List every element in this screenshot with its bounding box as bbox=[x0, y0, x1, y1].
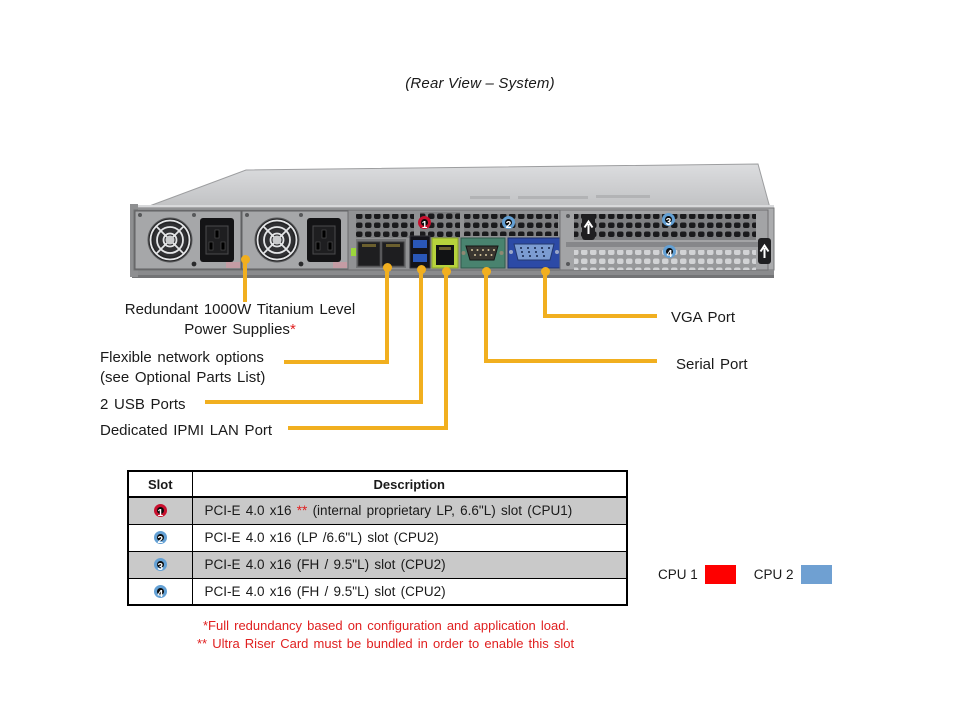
expansion-slots bbox=[559, 209, 771, 271]
psu-fan-icon bbox=[254, 217, 300, 263]
slot-badge-4: 4 bbox=[153, 584, 167, 600]
legend-label-cpu1: CPU 1 bbox=[658, 567, 698, 582]
table-row: 3 PCI-E 4.0 x16 (FH / 9.5"L) slot (CPU2) bbox=[128, 550, 627, 578]
power-inlet-icon bbox=[307, 218, 341, 262]
label-power-supplies-line1: Redundant 1000W Titanium Level bbox=[124, 301, 356, 318]
slot-description-table: Slot Description 1 PCI-E 4.0 x16 ** (int… bbox=[127, 470, 628, 606]
label-ipmi-lan-port: Dedicated IPMI LAN Port bbox=[100, 422, 273, 439]
table-header-row: Slot Description bbox=[128, 471, 627, 498]
page-title: (Rear View – System) bbox=[405, 75, 555, 92]
callout-line-network-h bbox=[284, 360, 389, 364]
slot4-vent-cover bbox=[574, 250, 756, 270]
ipmi-lan-port bbox=[431, 237, 459, 269]
cpu-legend: CPU 1 CPU 2 bbox=[658, 565, 832, 584]
footnote-2: ** Ultra Riser Card must be bundled in o… bbox=[197, 635, 575, 651]
io-panel bbox=[347, 209, 561, 271]
label-vga-port: VGA Port bbox=[671, 309, 736, 326]
desc-text: PCI-E 4.0 x16 (LP /6.6"L) slot (CPU2) bbox=[204, 530, 439, 545]
slot-badge-4: 4 bbox=[663, 245, 676, 260]
server-rear-illustration: 1 2 3 4 bbox=[130, 158, 778, 280]
server-chassis-graphic bbox=[130, 163, 775, 278]
callout-line-usb-h bbox=[205, 400, 423, 404]
power-inlet-icon bbox=[200, 218, 234, 262]
desc-footnote-mark: ** bbox=[296, 503, 308, 519]
label-network-options: Flexible network options (see Optional P… bbox=[100, 348, 265, 387]
footnote-1: *Full redundancy based on configuration … bbox=[203, 618, 570, 633]
label-power-supplies: Redundant 1000W Titanium Level Power Sup… bbox=[110, 300, 370, 339]
label-network-line1: Flexible network options bbox=[100, 349, 264, 366]
callout-line-vga-v bbox=[543, 270, 547, 318]
callout-line-serial-h bbox=[484, 359, 657, 363]
footnotes: *Full redundancy based on configuration … bbox=[197, 617, 574, 652]
slot-badge-2: 2 bbox=[502, 216, 515, 231]
slot-badge-3: 3 bbox=[662, 213, 675, 228]
power-supplies bbox=[133, 209, 350, 271]
usb-ports bbox=[409, 235, 431, 269]
table-row: 2 PCI-E 4.0 x16 (LP /6.6"L) slot (CPU2) bbox=[128, 523, 627, 551]
up-arrow-icon bbox=[582, 214, 595, 240]
slot-badge-1: 1 bbox=[153, 504, 167, 519]
lan-ports bbox=[356, 239, 406, 268]
desc-text: (internal proprietary LP, 6.6"L) slot (C… bbox=[307, 503, 573, 519]
cpu2-color-swatch bbox=[800, 565, 832, 584]
legend-item-cpu2: CPU 2 bbox=[754, 565, 832, 584]
callout-line-psu bbox=[243, 258, 247, 302]
cpu1-color-swatch bbox=[704, 565, 736, 584]
desc-text: PCI-E 4.0 x16 bbox=[204, 503, 297, 519]
chassis-top-face bbox=[132, 163, 774, 209]
slot-3-description: PCI-E 4.0 x16 (FH / 9.5"L) slot (CPU2) bbox=[192, 550, 627, 578]
desc-text: PCI-E 4.0 x16 (FH / 9.5"L) slot (CPU2) bbox=[204, 557, 446, 572]
legend-item-cpu1: CPU 1 bbox=[658, 565, 736, 584]
callout-line-ipmi-v bbox=[444, 270, 448, 430]
callout-line-serial-v bbox=[484, 270, 488, 363]
header-slot: Slot bbox=[128, 471, 193, 498]
table-row: 4 PCI-E 4.0 x16 (FH / 9.5"L) slot (CPU2) bbox=[128, 577, 627, 605]
slot-badge-1: 1 bbox=[418, 216, 431, 231]
callout-line-network-v bbox=[385, 266, 389, 364]
psu-fan-icon bbox=[147, 217, 193, 263]
psu-right bbox=[241, 210, 349, 270]
callout-line-ipmi-h bbox=[288, 426, 448, 430]
desc-text: PCI-E 4.0 x16 (FH / 9.5"L) slot (CPU2) bbox=[204, 583, 446, 599]
table-row: 1 PCI-E 4.0 x16 ** (internal proprietary… bbox=[128, 496, 627, 524]
header-description: Description bbox=[192, 471, 627, 498]
serial-port bbox=[460, 237, 506, 269]
label-network-line2: (see Optional Parts List) bbox=[100, 368, 266, 386]
up-arrow-icon bbox=[758, 238, 771, 264]
callout-line-usb-v bbox=[419, 268, 423, 404]
led-icon bbox=[351, 248, 357, 256]
vga-port bbox=[507, 237, 561, 269]
label-power-supplies-line2: Power Supplies bbox=[184, 320, 290, 338]
slot-badge-2: 2 bbox=[153, 531, 167, 546]
label-usb-ports: 2 USB Ports bbox=[100, 396, 186, 413]
slot-badge-3: 3 bbox=[153, 558, 167, 573]
psu-left bbox=[134, 210, 242, 270]
slot-1-description: PCI-E 4.0 x16 ** (internal proprietary L… bbox=[192, 496, 627, 524]
legend-label-cpu2: CPU 2 bbox=[753, 567, 794, 582]
slot-4-description: PCI-E 4.0 x16 (FH / 9.5"L) slot (CPU2) bbox=[192, 577, 627, 605]
slot-2-description: PCI-E 4.0 x16 (LP /6.6"L) slot (CPU2) bbox=[192, 523, 627, 551]
footnote-marker: * bbox=[289, 320, 296, 338]
callout-line-vga-h bbox=[543, 314, 657, 318]
label-serial-port: Serial Port bbox=[676, 356, 748, 373]
